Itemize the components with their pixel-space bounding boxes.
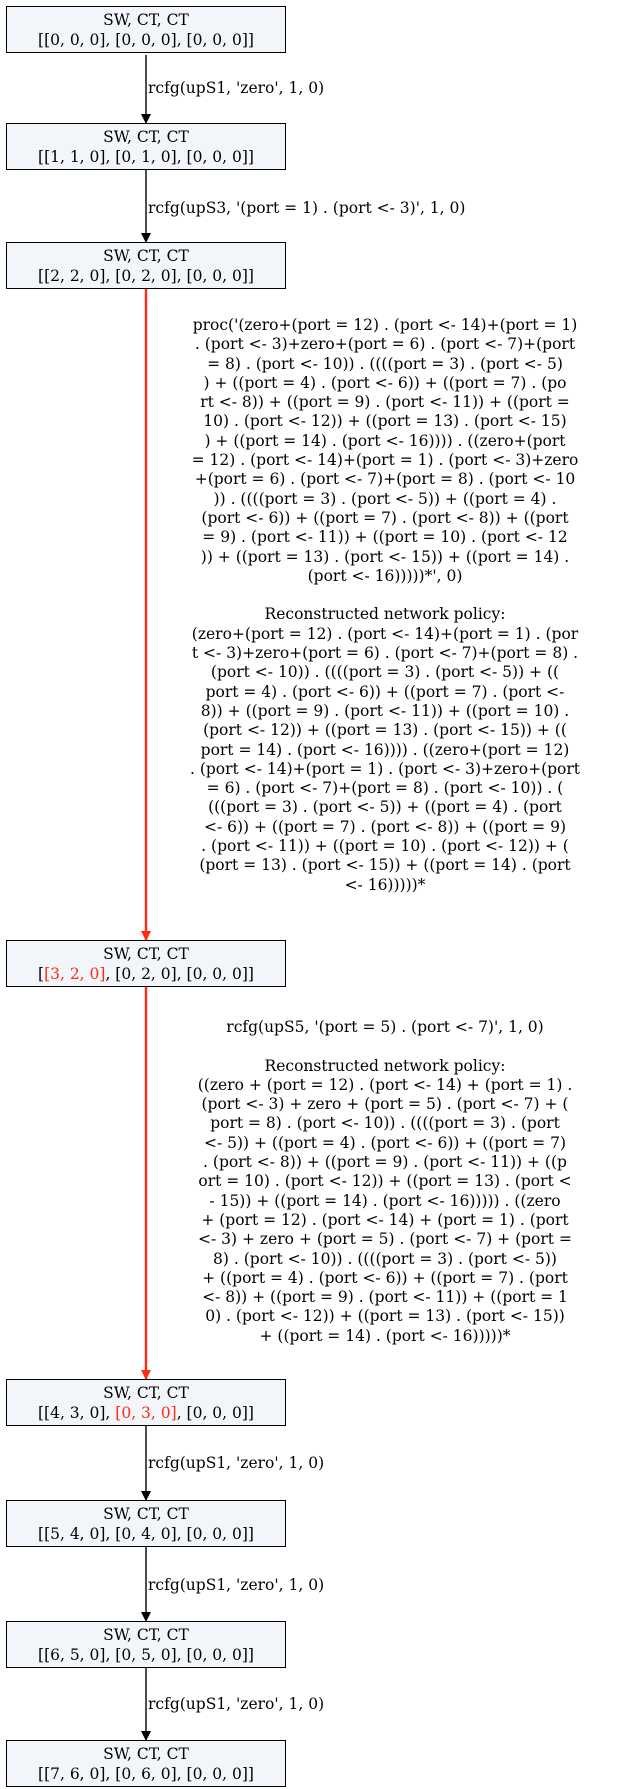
state-node-2: SW, CT, CT [[2, 2, 0], [0, 2, 0], [0, 0,…	[6, 242, 286, 289]
node-title: SW, CT, CT	[103, 11, 189, 29]
node-title: SW, CT, CT	[103, 1505, 189, 1523]
node-state: [[1, 1, 0], [0, 1, 0], [0, 0, 0]]	[38, 148, 254, 166]
state-node-7: SW, CT, CT [[7, 6, 0], [0, 6, 0], [0, 0,…	[6, 1740, 286, 1787]
node-state: [[3, 2, 0], [0, 2, 0], [0, 0, 0]]	[7, 964, 285, 984]
node-title: SW, CT, CT	[103, 1745, 189, 1763]
state-node-0: SW, CT, CT [[0, 0, 0], [0, 0, 0], [0, 0,…	[6, 6, 286, 53]
node-title: SW, CT, CT	[103, 128, 189, 146]
state-node-5: SW, CT, CT [[5, 4, 0], [0, 4, 0], [0, 0,…	[6, 1500, 286, 1547]
edge-label-2: rcfg(upS3, '(port = 1) . (port <- 3)', 1…	[148, 199, 466, 217]
node-title: SW, CT, CT	[103, 945, 189, 963]
node-state-highlight: [0, 3, 0]	[115, 1404, 177, 1422]
node-state-suffix: , [0, 2, 0], [0, 0, 0]]	[105, 965, 254, 983]
node-state: [[6, 5, 0], [0, 5, 0], [0, 0, 0]]	[38, 1646, 254, 1664]
node-state: [[4, 3, 0], [0, 3, 0], [0, 0, 0]]	[7, 1403, 285, 1423]
node-state-suffix: , [0, 0, 0]]	[176, 1404, 254, 1422]
node-state-prefix: [[4, 3, 0],	[38, 1404, 116, 1422]
state-node-6: SW, CT, CT [[6, 5, 0], [0, 5, 0], [0, 0,…	[6, 1621, 286, 1668]
edge-label-7: rcfg(upS1, 'zero', 1, 0)	[148, 1695, 325, 1713]
node-state: [[0, 0, 0], [0, 0, 0], [0, 0, 0]]	[38, 31, 254, 49]
edge-label-4: rcfg(upS5, '(port = 5) . (port <- 7)', 1…	[197, 1018, 573, 1345]
node-state: [[5, 4, 0], [0, 4, 0], [0, 0, 0]]	[38, 1525, 254, 1543]
edge-label-5: rcfg(upS1, 'zero', 1, 0)	[148, 1454, 325, 1472]
node-state-highlight: [3, 2, 0]	[44, 965, 106, 983]
edge-label-1: rcfg(upS1, 'zero', 1, 0)	[148, 79, 325, 97]
node-state: [[2, 2, 0], [0, 2, 0], [0, 0, 0]]	[38, 267, 254, 285]
state-node-1: SW, CT, CT [[1, 1, 0], [0, 1, 0], [0, 0,…	[6, 123, 286, 170]
node-state: [[7, 6, 0], [0, 6, 0], [0, 0, 0]]	[38, 1765, 254, 1783]
state-node-3: SW, CT, CT [[3, 2, 0], [0, 2, 0], [0, 0,…	[6, 940, 286, 987]
state-node-4: SW, CT, CT [[4, 3, 0], [0, 3, 0], [0, 0,…	[6, 1379, 286, 1426]
edge-label-3: proc('(zero+(port = 12) . (port <- 14)+(…	[189, 316, 581, 894]
node-state-prefix: [	[38, 965, 45, 983]
node-title: SW, CT, CT	[103, 1626, 189, 1644]
edge-label-6: rcfg(upS1, 'zero', 1, 0)	[148, 1576, 325, 1594]
node-title: SW, CT, CT	[103, 1384, 189, 1402]
node-title: SW, CT, CT	[103, 247, 189, 265]
